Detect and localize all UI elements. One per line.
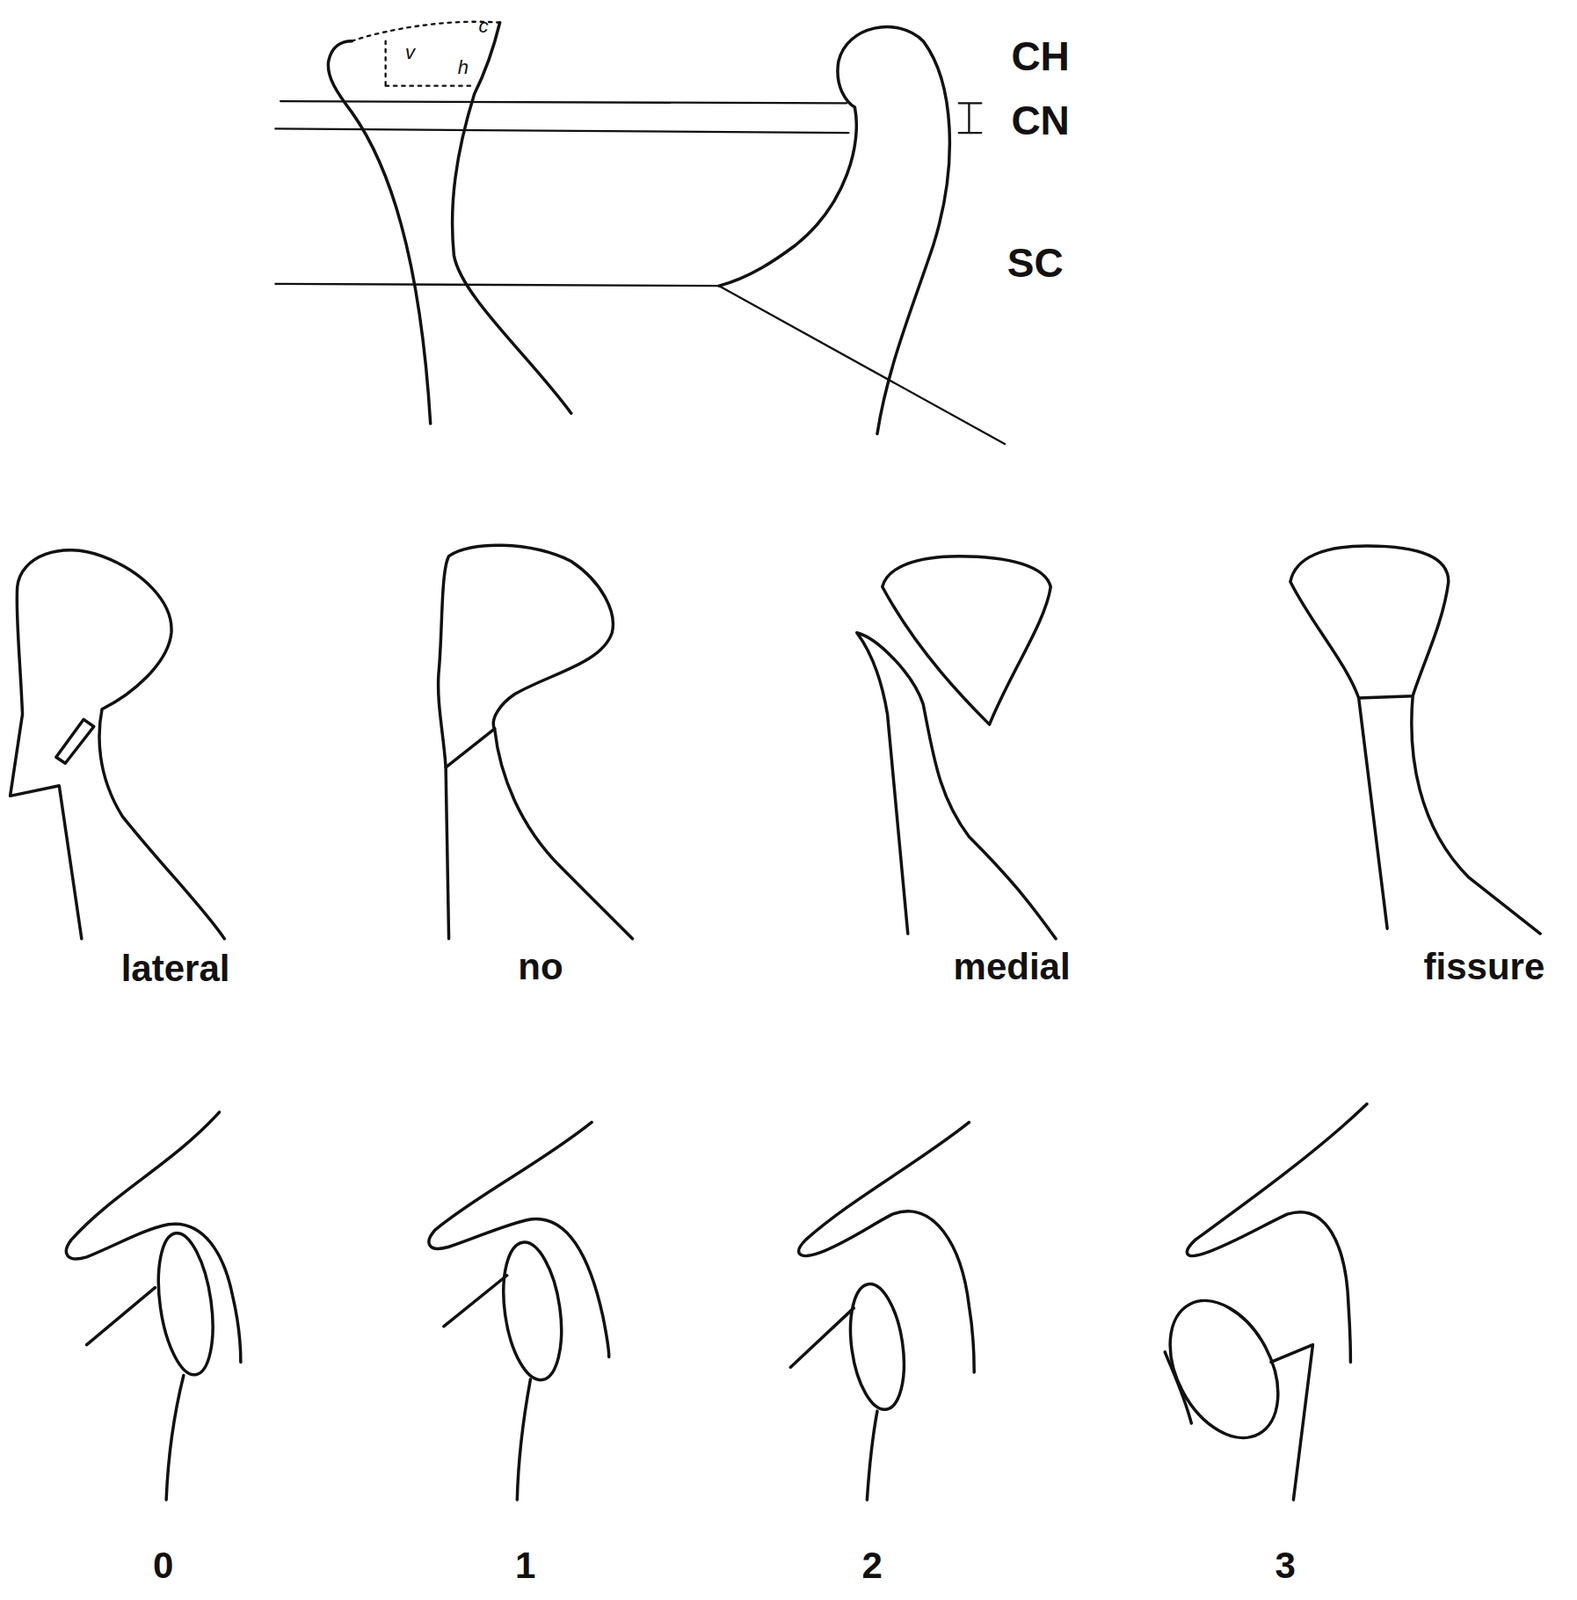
displacement-label: medial [953,948,1071,986]
head-dotted-outline [351,21,500,42]
displacement-label: lateral [121,950,231,988]
bracket [959,102,982,133]
condyle-outline [327,41,430,424]
medial-head [882,556,1051,725]
displacement-label: no [517,948,563,986]
medial-neck [857,632,1056,939]
region-letter: c [479,16,489,37]
region-letter: h [457,58,469,78]
fissure-head [1290,545,1449,698]
grade-number: 1 [515,1547,536,1585]
fracture-line [445,728,495,768]
region-letter: v [405,43,415,63]
joint-figure [65,1111,240,1500]
no-displacement-outline [438,545,633,939]
fracture-fragment [56,719,95,764]
grade-number: 3 [1274,1547,1295,1585]
zone-label: SC [1007,242,1064,284]
joint-figure [790,1122,974,1500]
displacement-label: fissure [1424,948,1546,986]
level-line [275,128,849,133]
zone-label: CH [1010,36,1069,77]
head-dotted-line [384,41,386,87]
head-dotted-line [385,85,476,88]
level-line [719,285,1005,444]
condyle-outline [452,22,572,414]
joint-figure [428,1122,610,1500]
fissure-neck [1358,696,1541,934]
joint-figure [1148,1104,1367,1500]
grade-number: 2 [861,1547,882,1585]
lateral-fracture-outline [10,550,226,939]
level-line [275,283,720,286]
level-line [280,101,847,103]
grade-number: 0 [152,1547,174,1585]
zone-label: CN [1010,100,1069,141]
condyle-outline [719,27,950,435]
